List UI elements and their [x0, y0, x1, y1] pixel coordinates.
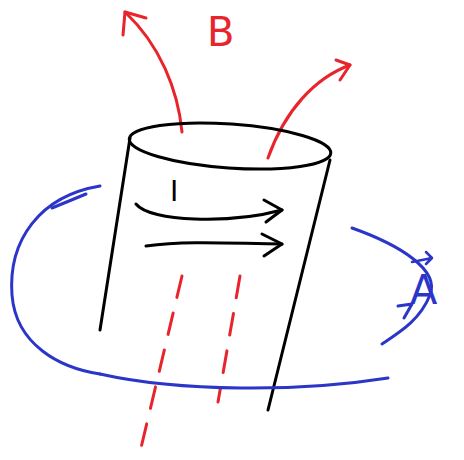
- field-line: [268, 65, 350, 158]
- field-label: B: [207, 12, 234, 52]
- field-line-hidden: [218, 276, 240, 402]
- current-line: [146, 243, 282, 246]
- potential-loop: [12, 186, 100, 374]
- field-arrowhead: [123, 12, 146, 35]
- current-arrowhead: [264, 200, 282, 222]
- potential-arrowhead: [398, 304, 412, 318]
- field-arrowhead: [336, 60, 350, 80]
- field-line: [125, 12, 182, 132]
- field-line-hidden: [140, 276, 182, 452]
- current-label: I: [170, 178, 178, 206]
- potential-loop: [100, 374, 388, 388]
- current-arrowhead: [262, 234, 282, 256]
- solenoid-side: [100, 138, 130, 330]
- potential-loop: [52, 194, 86, 208]
- vector-arrow: [412, 252, 432, 264]
- solenoid-top: [128, 117, 333, 175]
- current-line: [136, 204, 282, 219]
- solenoid-side: [268, 160, 330, 410]
- potential-label: A: [410, 270, 437, 310]
